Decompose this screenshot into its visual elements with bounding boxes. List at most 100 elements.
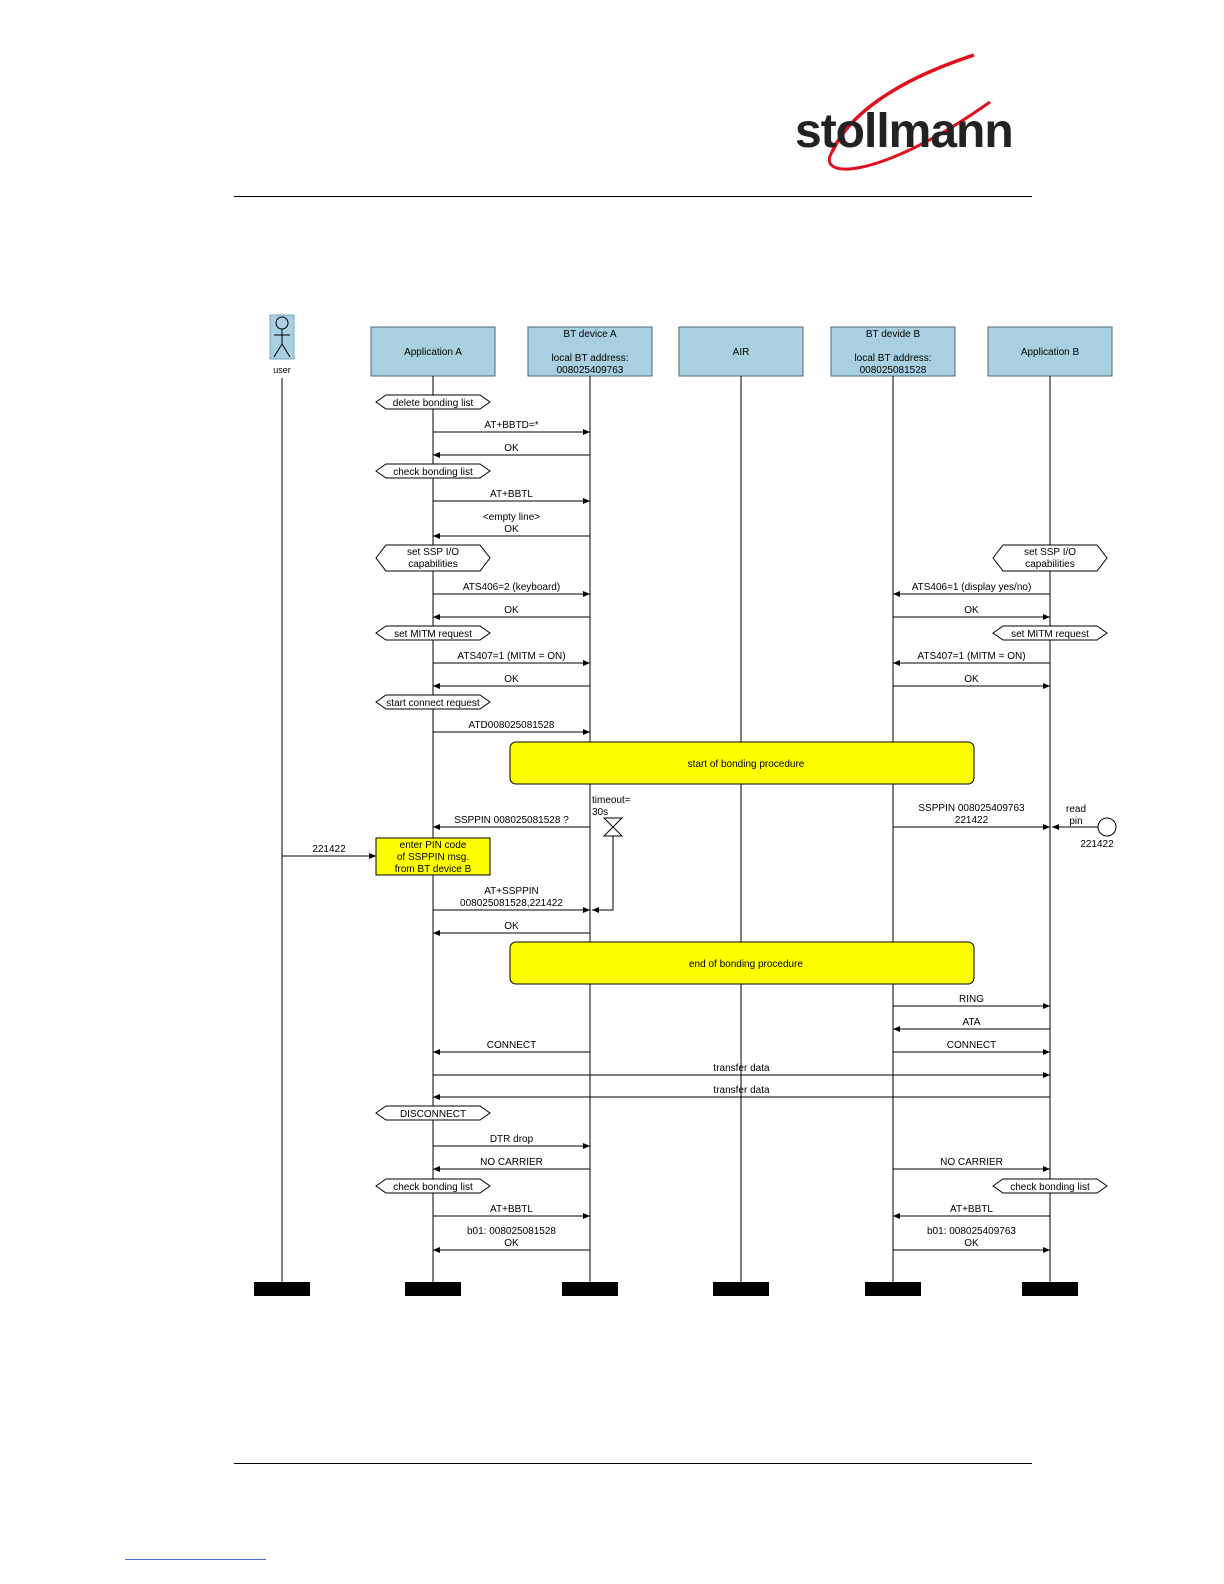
lifeline-title-btB-line: 008025081528: [860, 365, 927, 376]
message-b-label: OK: [964, 674, 979, 685]
note-right: check bonding list: [992, 1178, 1108, 1194]
note-left-shape: [375, 1178, 491, 1194]
note-left-text: start connect request: [386, 698, 480, 709]
lifeline-title-appA: Application A: [404, 347, 462, 358]
read-pin-label: read: [1066, 804, 1086, 815]
lifeline-head-appB: [987, 326, 1113, 377]
bonding-band-label: end of bonding procedure: [689, 959, 803, 970]
note-right-shape: [992, 544, 1108, 572]
message-a-label: DTR drop: [490, 1134, 534, 1145]
message-transfer: transfer data: [433, 1063, 1050, 1078]
message-a-label: AT+BBTD=*: [484, 420, 538, 431]
read-pin-circle-icon: [1097, 817, 1117, 837]
message-a-label: SSPPIN 008025081528 ?: [454, 815, 569, 826]
note-left-shape: [375, 394, 491, 410]
lifeline-title-btA-line: 008025409763: [557, 365, 624, 376]
message-a: OK: [433, 921, 590, 936]
timeout-path: [592, 836, 614, 913]
message-a-label: OK: [504, 674, 519, 685]
note-left-text: set MITM request: [394, 629, 472, 640]
message-transfer-label: transfer data: [713, 1063, 770, 1074]
message-a-label: ATS407=1 (MITM = ON): [457, 651, 565, 662]
note-right-text: set SSP I/O: [1024, 547, 1076, 558]
message-b: ATS406=1 (display yes/no): [893, 582, 1050, 597]
message-transfer: transfer data: [433, 1085, 1050, 1100]
footer-link-underline: [125, 1559, 266, 1560]
message-a-label: OK: [504, 1238, 519, 1249]
message-a: AT+BBTL: [433, 1204, 590, 1219]
message-a-label: NO CARRIER: [480, 1157, 543, 1168]
message-user: 221422: [282, 844, 376, 859]
message-a: ATS406=2 (keyboard): [433, 582, 590, 597]
lifeline-end-air: [713, 1282, 769, 1296]
message-a: ATS407=1 (MITM = ON): [433, 651, 590, 666]
actor-box: [269, 314, 295, 360]
timeout-label: 30s: [592, 807, 608, 818]
lifeline-end-btA: [562, 1282, 618, 1296]
bonding-band: end of bonding procedure: [509, 941, 975, 985]
footer-rule: [234, 1463, 1032, 1464]
read-pin-value: 221422: [1080, 839, 1114, 850]
message-a: NO CARRIER: [433, 1157, 590, 1172]
message-b-label: ATS407=1 (MITM = ON): [917, 651, 1025, 662]
lifeline-title-btB-line: BT devide B: [866, 329, 921, 340]
actor-leg: [281, 343, 291, 358]
note-left-shape: [375, 625, 491, 641]
note-right-text: check bonding list: [1010, 1182, 1090, 1193]
lifeline-end-appB: [1022, 1282, 1078, 1296]
message-a-label: AT+BBTL: [490, 489, 533, 500]
hourglass-icon: [602, 817, 624, 837]
message-a-label: <empty line>: [483, 512, 540, 523]
note-left-shape: [375, 694, 491, 710]
note-left: DISCONNECT: [375, 1105, 491, 1121]
message-b: CONNECT: [893, 1040, 1050, 1055]
message-b: OK: [893, 674, 1050, 689]
message-a: CONNECT: [433, 1040, 590, 1055]
lifeline-title-btB-line: local BT address:: [854, 353, 931, 364]
pin-note-shape: [375, 837, 491, 876]
stollmann-logo: stollmann: [790, 50, 1015, 175]
lifeline-title-air: AIR: [733, 347, 750, 358]
message-a-label: 008025081528,221422: [460, 898, 563, 909]
bonding-band-shape: [509, 941, 975, 985]
note-left-text: DISCONNECT: [400, 1109, 466, 1120]
message-b-label: b01: 008025409763: [927, 1226, 1016, 1237]
message-a-label: CONNECT: [487, 1040, 536, 1051]
lifeline-title-appB: Application B: [1021, 347, 1080, 358]
lifeline-head-appA: [370, 326, 496, 377]
message-a-label: ATD008025081528: [469, 720, 555, 731]
message-user-label: 221422: [312, 844, 346, 855]
lifeline-title-btB: BT devide B local BT address:008025081528: [854, 329, 931, 376]
message-a: <empty line>OK: [433, 512, 590, 539]
pin-note-text: enter PIN code: [400, 840, 467, 851]
note-left: start connect request: [375, 694, 491, 710]
message-b: ATA: [893, 1017, 1050, 1032]
note-left-shape: [375, 1105, 491, 1121]
message-b-label: ATS406=1 (display yes/no): [912, 582, 1032, 593]
message-b-label: RING: [959, 994, 984, 1005]
message-a-label: ATS406=2 (keyboard): [463, 582, 560, 593]
lifeline-end-btB: [865, 1282, 921, 1296]
bonding-band: start of bonding procedure: [509, 741, 975, 785]
note-left-text: check bonding list: [393, 1182, 473, 1193]
message-a-label: OK: [504, 921, 519, 932]
message-b-label: ATA: [963, 1017, 981, 1028]
note-right: set MITM request: [992, 625, 1108, 641]
bonding-band-label: start of bonding procedure: [688, 759, 805, 770]
message-b-label: CONNECT: [947, 1040, 996, 1051]
logo-text: stollmann: [795, 105, 1013, 158]
note-right-shape: [992, 1178, 1108, 1194]
message-a: AT+BBTD=*: [433, 420, 590, 435]
note-right-shape: [992, 625, 1108, 641]
lifeline-end-user: [254, 1282, 310, 1296]
read-pin-label: pin: [1069, 816, 1082, 827]
message-b-label: AT+BBTL: [950, 1204, 993, 1215]
